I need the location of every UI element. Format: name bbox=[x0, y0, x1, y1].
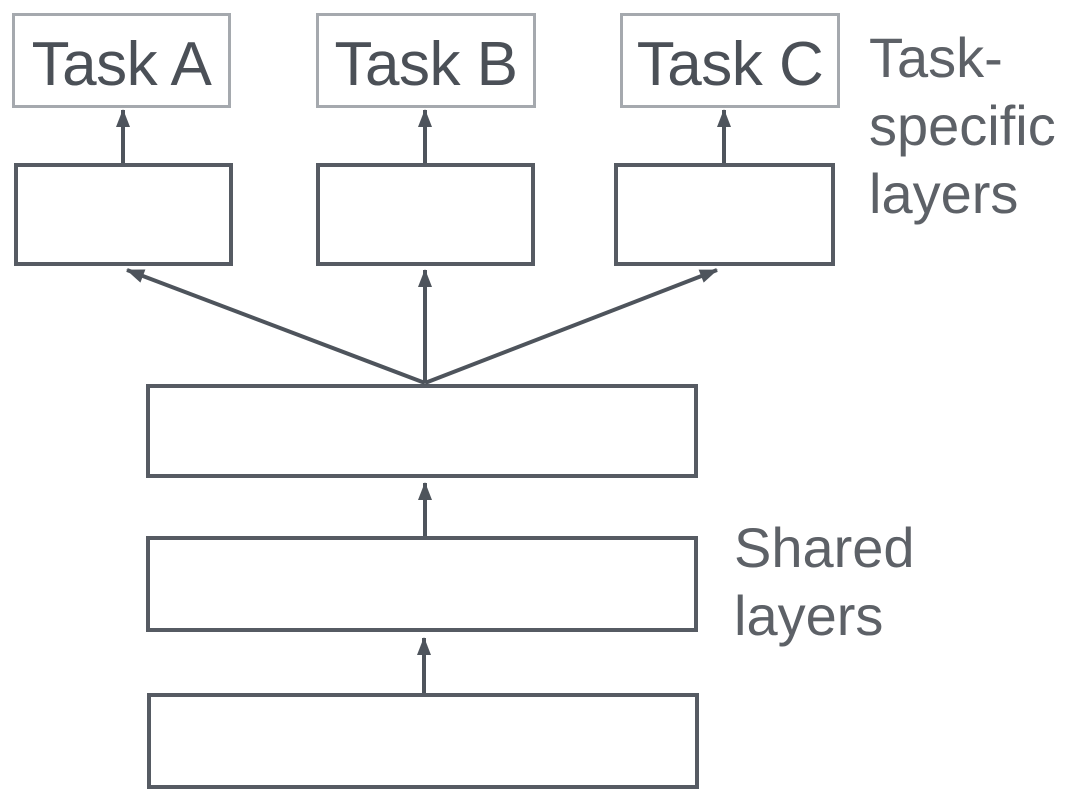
shared-layers-label: Shared layers bbox=[734, 516, 915, 647]
shared-layer-box-1 bbox=[146, 384, 698, 478]
task-specific-layer-box-c bbox=[614, 163, 835, 266]
task-c-label: Task C bbox=[636, 30, 824, 99]
shared-layer-box-3 bbox=[147, 693, 699, 789]
task-specific-layer-box-a bbox=[14, 163, 233, 266]
task-specific-layers-label: Task- specific layers bbox=[869, 26, 1056, 225]
task-specific-layer-box-b bbox=[316, 163, 535, 266]
task-a-box: Task A bbox=[12, 13, 231, 108]
arrow-shared-to-tslayer-c bbox=[424, 268, 718, 385]
task-c-box: Task C bbox=[620, 13, 840, 108]
task-a-label: Task A bbox=[31, 30, 212, 99]
task-b-box: Task B bbox=[316, 13, 536, 108]
arrow-shared-to-tslayer-a bbox=[126, 268, 426, 385]
task-b-label: Task B bbox=[334, 30, 518, 99]
shared-layer-box-2 bbox=[146, 536, 698, 632]
